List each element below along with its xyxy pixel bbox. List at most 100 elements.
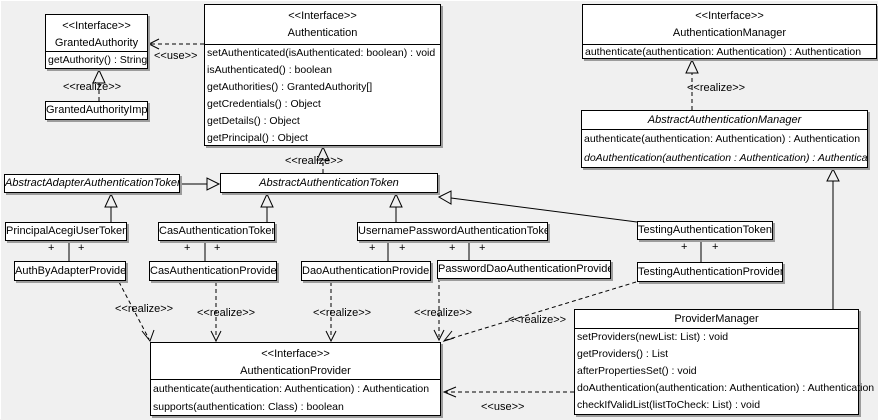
association-plus: +	[48, 242, 55, 254]
class-authentication-provider: <<Interface>> AuthenticationProvider aut…	[150, 342, 441, 416]
method-label: afterPropertiesSet() : void	[577, 365, 697, 377]
realize-label: <<realize>>	[285, 155, 344, 167]
method-label: authenticate(authentication: Authenticat…	[584, 133, 861, 145]
class-username-password-authentication-token: UsernamePasswordAuthenticationToken	[357, 222, 548, 241]
generalization-testingtoken-to-abstracttoken	[437, 190, 638, 223]
class-name: Authentication	[287, 27, 358, 39]
class-name: UsernamePasswordAuthenticationToken	[358, 225, 547, 237]
class-dao-authentication-provider: DaoAuthenticationProvider	[301, 261, 431, 281]
use-label: <<use>>	[154, 50, 198, 62]
class-granted-authority: <<Interface>> GrantedAuthority getAuthor…	[45, 14, 148, 69]
class-header: <<Interface>> Authentication	[205, 5, 440, 45]
method-label: setAuthenticated(isAuthenticated: boolea…	[207, 47, 436, 59]
realize-daoprovider-to-authenticationprovider	[325, 282, 337, 343]
method-label: getProviders() : List	[577, 348, 669, 360]
method-label: getCredentials() : Object	[207, 98, 321, 110]
realize-label: <<realize>>	[414, 307, 473, 319]
method-label: supports(authentication: Class) : boolea…	[153, 401, 344, 413]
method-label: setProviders(newList: List) : void	[577, 331, 729, 343]
class-name: CasAuthenticationToken	[159, 225, 274, 237]
stereotype-label: <<Interface>>	[261, 348, 330, 360]
class-name: DaoAuthenticationProvider	[302, 265, 430, 277]
use-authentication-to-grantedauthority	[147, 38, 204, 50]
class-header: <<Interface>> GrantedAuthority	[46, 15, 147, 52]
realize-label: <<realize>>	[115, 303, 174, 315]
realize-passworddaoprovider-to-authenticationprovider	[433, 278, 445, 342]
association-plus: +	[369, 242, 376, 254]
class-name: ProviderManager	[674, 313, 759, 325]
method-label: getAuthority() : String	[48, 54, 147, 66]
class-principal-acegi-user-token: PrincipalAcegiUserToken	[5, 222, 127, 241]
class-name: GrantedAuthorityImpl	[46, 104, 147, 116]
realize-grantedauthorityimpl-to-grantedauthority	[92, 68, 106, 101]
association-plus: +	[479, 242, 486, 254]
association-plus: +	[681, 241, 688, 253]
realize-label: <<realize>>	[63, 81, 122, 93]
realize-authbyadapterprovider-to-authenticationprovider	[118, 281, 155, 343]
association-plus: +	[78, 242, 85, 254]
class-abstract-authentication-manager: AbstractAuthenticationManager authentica…	[581, 110, 868, 168]
method-label: doAuthentication(authentication : Authen…	[584, 152, 867, 164]
realize-label: <<realize>>	[508, 314, 567, 326]
class-name: GrantedAuthority	[54, 37, 139, 49]
stereotype-label: <<Interface>>	[62, 20, 131, 32]
class-granted-authority-impl: GrantedAuthorityImpl	[45, 101, 148, 120]
association-plus: +	[214, 242, 221, 254]
realize-testingprovider-to-authenticationprovider	[442, 281, 637, 342]
association-plus: +	[184, 242, 191, 254]
realize-abstractmanager-to-authenticationmanager	[685, 58, 699, 110]
class-name: AbstractAuthenticationManager	[647, 114, 802, 126]
class-abstract-authentication-token: AbstractAuthenticationToken	[220, 173, 438, 193]
stereotype-label: <<Interface>>	[288, 10, 357, 22]
association-plus: +	[712, 241, 719, 253]
class-cas-authentication-token: CasAuthenticationToken	[158, 222, 275, 241]
realize-abstracttoken-to-authentication	[316, 145, 330, 173]
generalization-castoken-to-abstracttoken	[260, 192, 274, 222]
class-header: <<Interface>> AuthenticationProvider	[151, 343, 440, 380]
method-label: checkIfValidList(listToCheck: List) : vo…	[577, 399, 761, 411]
realize-label: <<realize>>	[197, 307, 256, 319]
generalization-usernamepasswordtoken-to-abstracttoken	[389, 192, 403, 222]
class-name: TestingAuthenticationToken	[638, 224, 772, 236]
class-name: AuthenticationProvider	[240, 365, 351, 377]
class-name: PrincipalAcegiUserToken	[6, 225, 126, 237]
class-testing-authentication-token: TestingAuthenticationToken	[637, 221, 773, 240]
association-plus: +	[449, 242, 456, 254]
class-authentication: <<Interface>> Authentication setAuthenti…	[204, 4, 441, 146]
class-name: TestingAuthenticationProvider	[638, 266, 782, 278]
method-label: getDetails() : Object	[207, 115, 300, 127]
class-name: AuthenticationManager	[672, 27, 787, 39]
class-name: CasAuthenticationProvider	[150, 265, 276, 277]
use-label: <<use>>	[481, 401, 525, 413]
realize-label: <<realize>>	[313, 307, 372, 319]
class-name: AbstractAuthenticationToken	[259, 177, 399, 189]
class-name: PasswordDaoAuthenticationProvider	[438, 263, 610, 275]
class-header: <<Interface>> AuthenticationManager	[583, 5, 876, 45]
generalization-abstractadapter-to-abstracttoken	[180, 177, 221, 191]
realize-casprovider-to-authenticationprovider	[210, 282, 222, 343]
class-header: AbstractAuthenticationManager	[582, 111, 867, 130]
realize-label: <<realize>>	[687, 82, 746, 94]
method-label: getAuthorities() : GrantedAuthority[]	[207, 81, 373, 93]
class-header: ProviderManager	[575, 310, 858, 329]
class-abstract-adapter-authentication-token: AbstractAdapterAuthenticationToken	[4, 174, 180, 193]
stereotype-label: <<Interface>>	[695, 10, 764, 22]
class-testing-authentication-provider: TestingAuthenticationProvider	[637, 262, 783, 282]
method-label: isAuthenticated() : boolean	[207, 64, 332, 76]
class-auth-by-adapter-provider: AuthByAdapterProvider	[14, 261, 126, 281]
method-label: authenticate(authentication: Authenticat…	[153, 383, 430, 395]
method-label: authenticate(authentication: Authenticat…	[585, 46, 862, 58]
class-cas-authentication-provider: CasAuthenticationProvider	[149, 261, 277, 281]
generalization-principaltoken-to-abstractadapter	[104, 192, 118, 222]
generalization-providermanager-to-abstractauthenticationmanager	[826, 167, 840, 309]
class-password-dao-authentication-provider: PasswordDaoAuthenticationProvider	[437, 260, 611, 279]
class-name: AbstractAdapterAuthenticationToken	[5, 177, 179, 189]
method-label: getPrincipal() : Object	[207, 132, 308, 144]
association-plus: +	[399, 242, 406, 254]
class-name: AuthByAdapterProvider	[15, 265, 125, 277]
use-providermanager-to-authenticationprovider	[442, 386, 574, 398]
class-provider-manager: ProviderManager setProviders(newList: Li…	[574, 309, 874, 415]
class-authentication-manager: <<Interface>> AuthenticationManager auth…	[582, 4, 877, 59]
